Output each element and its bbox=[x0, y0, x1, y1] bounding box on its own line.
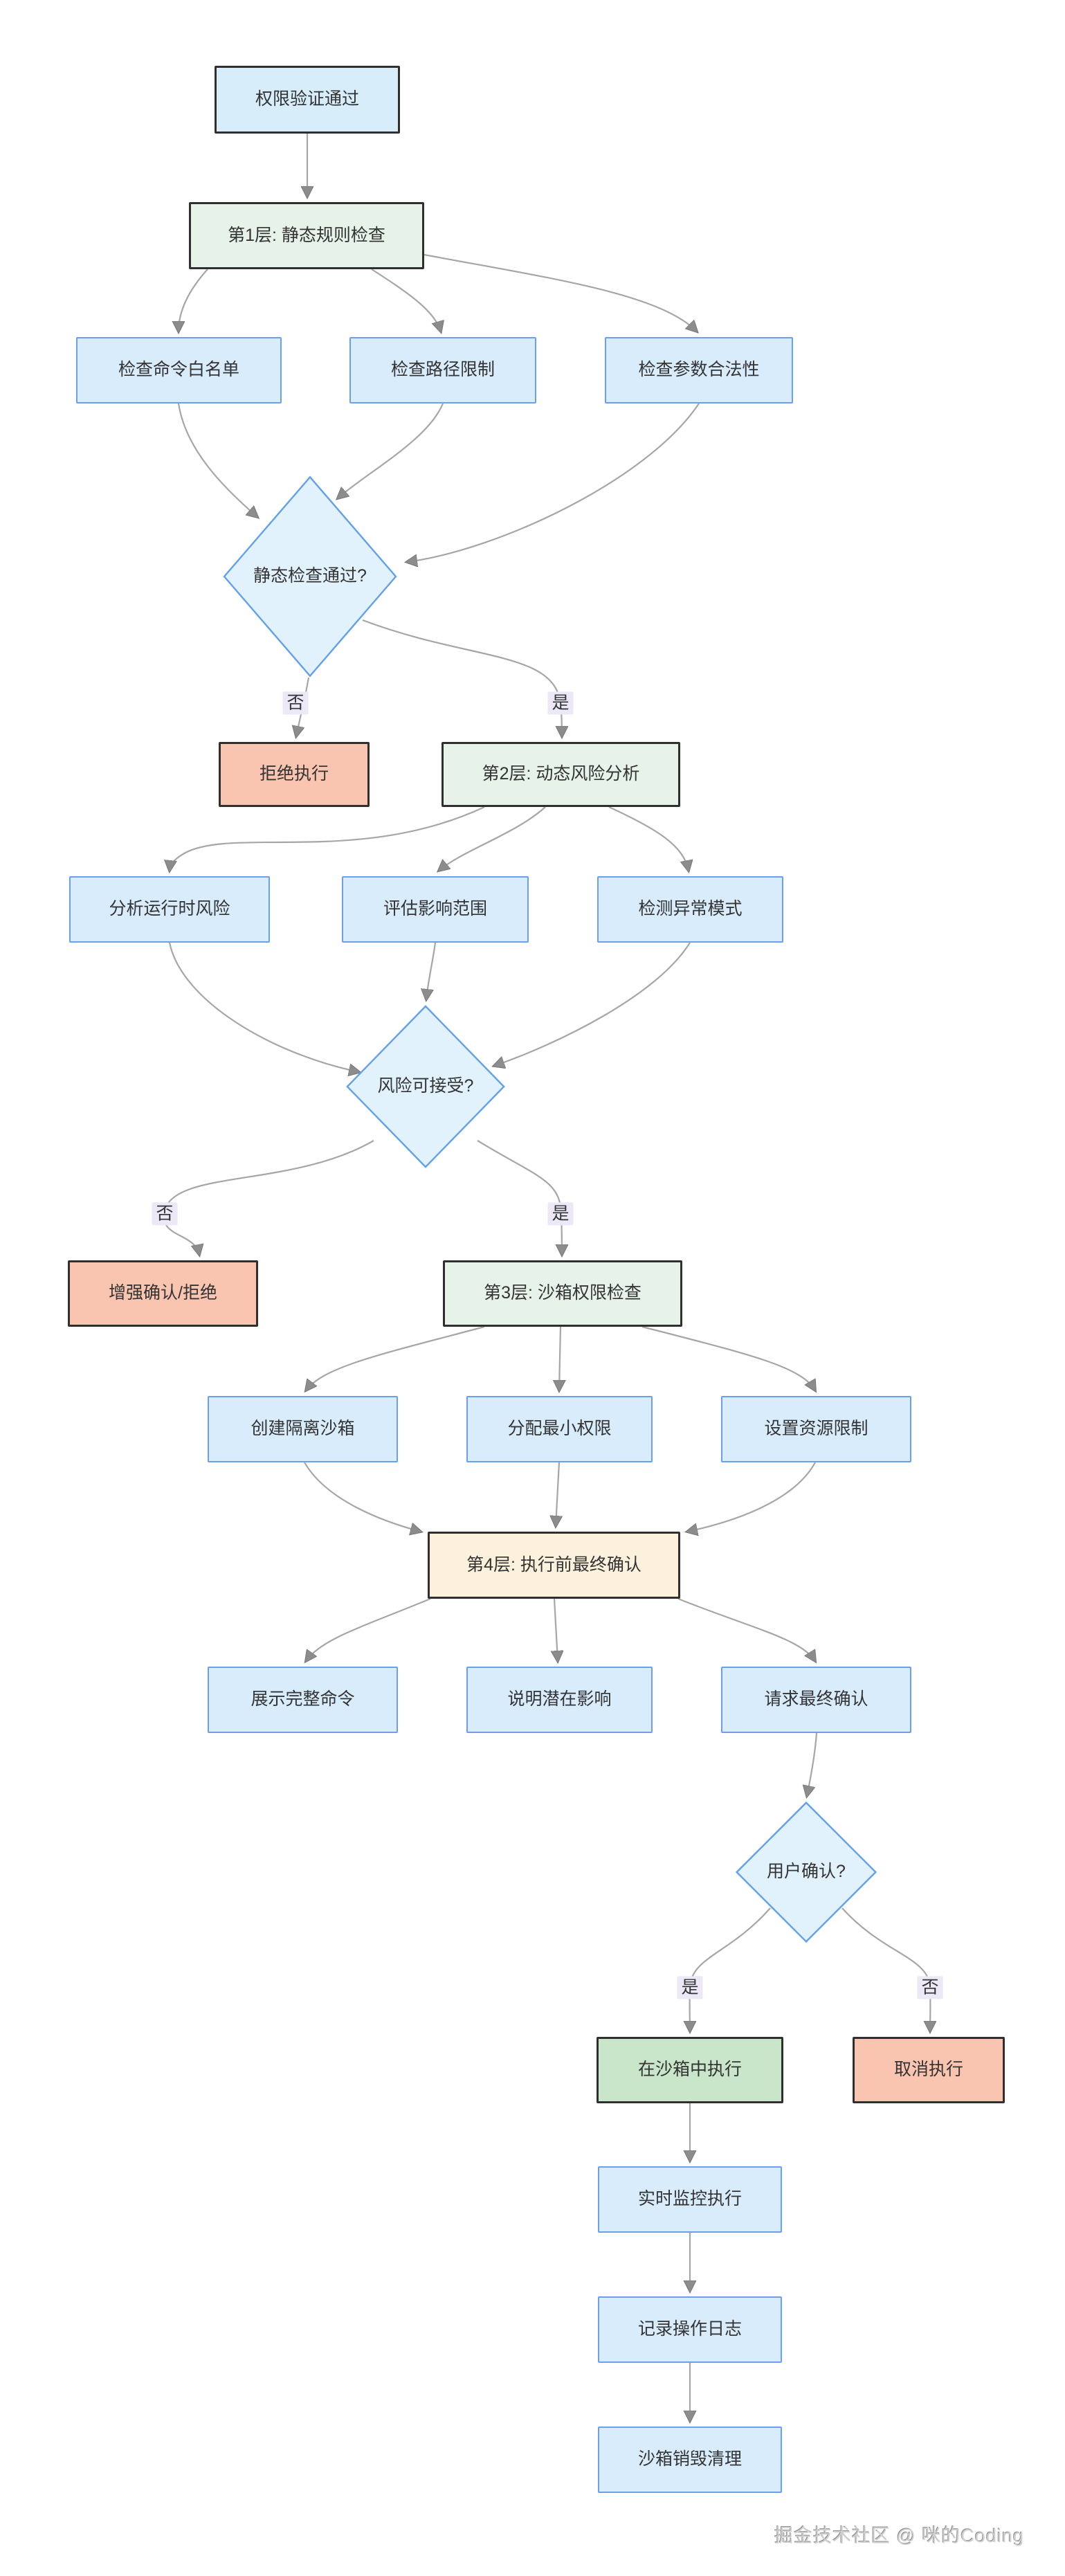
edge-layer2-to-analyze-runtime bbox=[170, 806, 485, 871]
edge-risk-acceptable-to-layer3 bbox=[477, 1140, 562, 1255]
edge-check-whitelist-to-static-pass bbox=[177, 403, 257, 517]
edge-check-path-to-static-pass bbox=[338, 403, 444, 498]
edge-risk-acceptable-to-enhanced-confirm bbox=[163, 1140, 374, 1255]
edge-user-confirm-to-cancel-exec bbox=[841, 1907, 930, 2031]
watermark: 掘金技术社区 @ 咪的Coding bbox=[774, 2525, 1024, 2546]
edge-layer2-to-detect-anomaly bbox=[608, 806, 689, 871]
edge-static-pass-to-reject bbox=[296, 677, 310, 736]
edge-create-sandbox-to-layer4 bbox=[304, 1462, 421, 1532]
edge-layer3-to-set-limits bbox=[641, 1325, 815, 1390]
edge-check-params-to-static-pass bbox=[407, 403, 700, 562]
edge-static-pass-to-layer2 bbox=[362, 619, 562, 736]
edge-set-limits-to-layer4 bbox=[687, 1462, 816, 1532]
edge-assess-impact-to-risk-acceptable bbox=[426, 942, 437, 999]
edge-layer4-to-explain-impact bbox=[554, 1598, 558, 1661]
edge-layer2-to-assess-impact bbox=[439, 806, 546, 871]
edge-layer1-to-check-whitelist bbox=[179, 269, 208, 332]
edge-analyze-runtime-to-risk-acceptable bbox=[168, 942, 359, 1072]
edge-layer3-to-create-sandbox bbox=[306, 1325, 485, 1390]
edge-layer4-to-request-confirm bbox=[677, 1597, 815, 1661]
edge-layer1-to-check-params bbox=[424, 253, 697, 332]
edge-detect-anomaly-to-risk-acceptable bbox=[494, 942, 691, 1066]
edge-user-confirm-to-exec-sandbox bbox=[690, 1907, 771, 2031]
edge-layer3-to-assign-minperm bbox=[559, 1326, 561, 1390]
edge-assign-minperm-to-layer4 bbox=[556, 1462, 559, 1526]
edge-layer4-to-show-command bbox=[306, 1597, 431, 1661]
edge-layer1-to-check-path bbox=[371, 269, 441, 332]
edge-request-confirm-to-user-confirm bbox=[807, 1732, 818, 1796]
